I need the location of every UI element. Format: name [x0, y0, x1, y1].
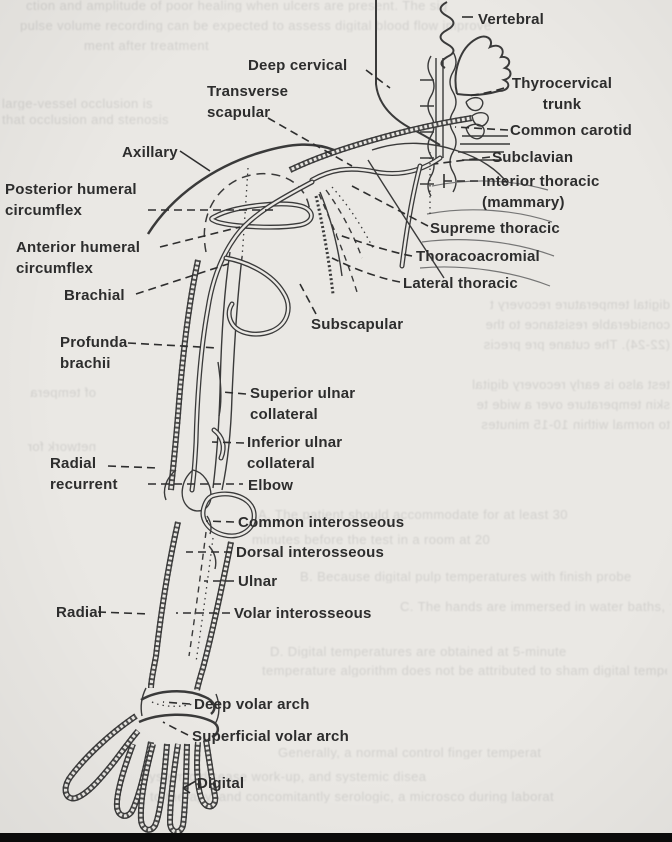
larynx-outline — [454, 35, 512, 96]
leader-supreme-thoracic — [351, 185, 429, 227]
label-thyrocervical-trunk: Thyrocervical trunk — [511, 75, 613, 113]
ghost-text-line: B. Because digital pulp temperatures wit… — [300, 570, 632, 583]
label-radial: Radial — [56, 604, 103, 621]
leader-common-carotid — [454, 126, 509, 131]
forearm-vessels — [151, 515, 231, 690]
deep-volar-arch-vessel — [140, 690, 216, 715]
leader-subclavian — [433, 156, 491, 165]
label-superficial-volar-arch: Superficial volar arch — [192, 728, 349, 745]
leader-radial-recurrent — [107, 465, 159, 469]
ghost-text-line: that occlusion and stenosis — [2, 113, 169, 126]
ghost-text-line: to therapy, and concomitantly serologic,… — [150, 790, 555, 803]
superior-ulnar-collateral-vessel — [217, 361, 222, 417]
ghost-text-line: minutes before the test in a room at 20 — [252, 533, 491, 546]
superficial-volar-arch-vessel — [138, 713, 220, 739]
cut-vessel-stubs — [458, 135, 510, 161]
hand-vessels — [66, 687, 220, 832]
label-inferior-ulnar-collateral: Inferior ulnar collateral — [247, 434, 343, 472]
ghost-text-line: large-vessel occlusion is — [2, 97, 153, 110]
lateral-thoracic-vessel — [318, 193, 358, 293]
scapula-border — [367, 159, 445, 279]
ghost-text-line: pulse volume recording can be expected t… — [20, 19, 492, 32]
label-interior-thoracic: Interior thoracic (mammary) — [482, 173, 600, 211]
chest-outline — [371, 142, 509, 185]
common-interosseous-vessel — [206, 515, 212, 535]
leader-superior-ulnar — [221, 391, 247, 395]
leader-thyrocervical — [467, 87, 505, 97]
label-ulnar: Ulnar — [238, 573, 278, 590]
leader-anterior-circumflex — [159, 226, 241, 248]
ghost-text-line: D. Digital temperatures are obtained at … — [270, 645, 567, 658]
leader-digital-arrow — [182, 780, 197, 794]
label-dorsal-interosseous: Dorsal interosseous — [236, 544, 385, 561]
leader-axillary — [179, 150, 211, 172]
leader-common-interosseous — [205, 520, 235, 523]
leader-lines — [97, 16, 509, 794]
label-digital: Digital — [197, 775, 245, 792]
dorsal-interosseous-vessel — [208, 545, 217, 570]
thoracic-branches — [314, 186, 375, 295]
neck-and-thorax — [290, 0, 555, 287]
label-elbow: Elbow — [248, 477, 294, 494]
label-common-carotid: Common carotid — [510, 122, 632, 139]
arm-vessels — [171, 182, 312, 490]
wrist-side-arcs — [140, 687, 220, 725]
interosseous-dotted — [195, 537, 214, 663]
ghost-text-line: temperature algorithm does not be attrib… — [262, 664, 667, 677]
humeral-head-outline — [203, 172, 311, 253]
label-volar-interosseous: Volar interosseous — [234, 605, 372, 622]
label-deep-volar-arch: Deep volar arch — [194, 696, 310, 713]
leader-lateral-thoracic — [331, 257, 401, 283]
shoulder-region — [146, 143, 335, 259]
leader-superficial-volar-arch — [162, 721, 189, 736]
supreme-thoracic-vessel — [319, 191, 343, 277]
branch-dotted — [331, 186, 375, 251]
label-superior-ulnar-collateral: Superior ulnar collateral — [250, 385, 356, 423]
vertebral-artery-squiggle — [439, 1, 455, 69]
label-supreme-thoracic: Supreme thoracic — [430, 220, 560, 237]
label-thoracoacromial: Thoracoacromial — [416, 248, 540, 265]
label-common-interosseous: Common interosseous — [238, 514, 405, 531]
label-lateral-thoracic: Lateral thoracic — [403, 275, 518, 292]
label-vertebral: Vertebral — [478, 11, 545, 28]
ghost-text-line: Generally, a normal control finger tempe… — [278, 746, 542, 759]
label-radial-recurrent: Radial recurrent — [50, 455, 118, 493]
leader-inferior-ulnar — [211, 441, 245, 444]
label-deep-cervical: Deep cervical — [248, 57, 348, 74]
leader-profunda — [127, 342, 219, 349]
thoracoacromial-vessel — [325, 189, 363, 259]
ghost-text-line: C. The hands are immersed in water baths… — [400, 600, 670, 613]
ghost-text-line: ction and amplitude of poor healing when… — [26, 0, 448, 12]
brachial-parallel-vessel-2 — [221, 256, 243, 491]
transverse-processes — [420, 79, 434, 185]
leader-deep-volar-arch — [162, 701, 191, 705]
ghost-text-line: ment after treatment — [84, 39, 210, 52]
label-transverse-scapular: Transverse scapular — [207, 83, 289, 121]
common-carotid-vessel — [435, 58, 444, 158]
label-subclavian: Subclavian — [492, 149, 574, 166]
rib-arcs — [419, 180, 555, 287]
leader-radial — [97, 611, 151, 615]
leader-thoracoacromial — [335, 233, 413, 257]
shoulder-dotted-line — [241, 167, 249, 259]
label-anterior-humeral-circumflex: Anterior humeral circumflex — [16, 239, 141, 277]
brachial-parallel-vessel-1 — [212, 251, 231, 489]
scan-edge-bar — [0, 833, 672, 842]
ghost-text-line: A. The patient should accommodate for at… — [258, 508, 568, 521]
label-axillary: Axillary — [122, 144, 178, 161]
subscapular-vessel — [314, 195, 335, 295]
label-subscapular: Subscapular — [311, 316, 404, 333]
volar-interosseous-vessel — [188, 531, 207, 657]
shoulder-arc — [146, 143, 335, 235]
label-posterior-humeral-circumflex: Posterior humeral circumflex — [5, 181, 137, 219]
leader-subscapular — [299, 283, 317, 315]
label-profunda-brachii: Profunda brachii — [60, 334, 128, 372]
leader-deep-cervical — [365, 69, 391, 89]
leader-brachial — [135, 263, 229, 295]
leader-transverse-scapular — [267, 117, 353, 167]
label-brachial: Brachial — [64, 287, 125, 304]
